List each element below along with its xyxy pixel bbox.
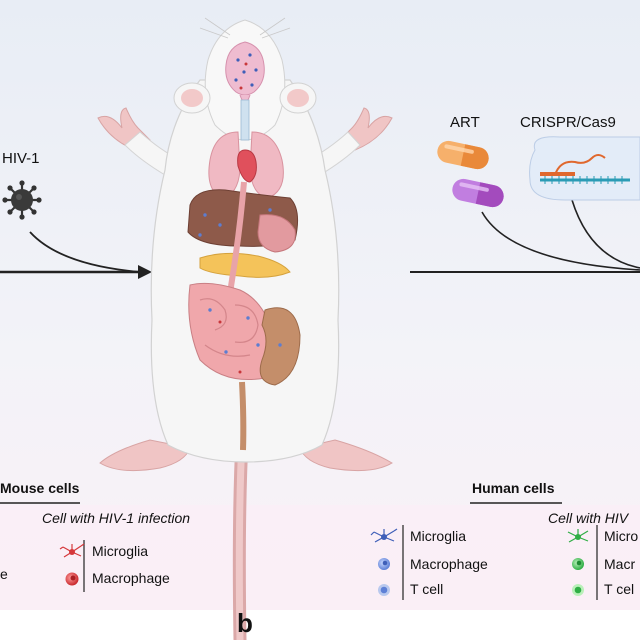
lung-right (249, 131, 284, 199)
panel-label: b (237, 608, 253, 638)
human-infected-title: Cell with HIV (548, 510, 629, 526)
heart (237, 149, 257, 183)
human-tcell-infected-icon (572, 584, 584, 596)
human-legend-title: Human cells (472, 480, 555, 496)
human-tcell-icon (378, 584, 390, 596)
human-infected-tcell: T cel (604, 581, 635, 597)
mouse-illustration (97, 17, 393, 640)
lung-left (208, 131, 241, 199)
virus-icon (2, 180, 42, 220)
mouse-microglia-infected-icon (59, 543, 85, 558)
mouse-legend-macrophage: Macrophage (92, 570, 170, 586)
brain (225, 41, 265, 96)
art-capsule-purple (452, 178, 504, 208)
human-macrophage-icon (378, 558, 390, 570)
mouse-legend-subtitle: Cell with HIV-1 infection (42, 510, 191, 526)
mouse-hind-foot-left (99, 439, 191, 472)
crispr-label: CRISPR/Cas9 (520, 114, 616, 131)
human-legend-macrophage: Macrophage (410, 556, 488, 572)
mouse-legend-microglia: Microglia (92, 543, 149, 559)
bottom-strip (0, 610, 640, 640)
mouse-macrophage-infected-icon (65, 572, 79, 586)
art-capsule-orange (437, 140, 489, 170)
human-infected-macrophage: Macr (604, 556, 636, 572)
mouse-hind-foot-right (299, 439, 393, 472)
stomach (257, 214, 296, 253)
human-infected-microglia: Micro (604, 528, 639, 544)
legend-band (0, 505, 640, 610)
human-macrophage-infected-icon (572, 558, 584, 570)
human-legend-microglia: Microglia (410, 528, 467, 544)
human-microglia-infected-icon (567, 529, 589, 543)
crispr-cas9-icon (529, 136, 640, 201)
mouse-legend-partial: e (0, 566, 8, 582)
hiv-label: HIV-1 (2, 150, 40, 167)
mouse-legend-title: Mouse cells (0, 480, 80, 496)
human-microglia-icon (370, 528, 398, 543)
art-label: ART (450, 114, 480, 131)
infection-arrow (0, 231, 152, 279)
human-legend-tcell: T cell (410, 581, 444, 597)
pancreas (199, 252, 291, 278)
treatment-lines (410, 199, 640, 273)
